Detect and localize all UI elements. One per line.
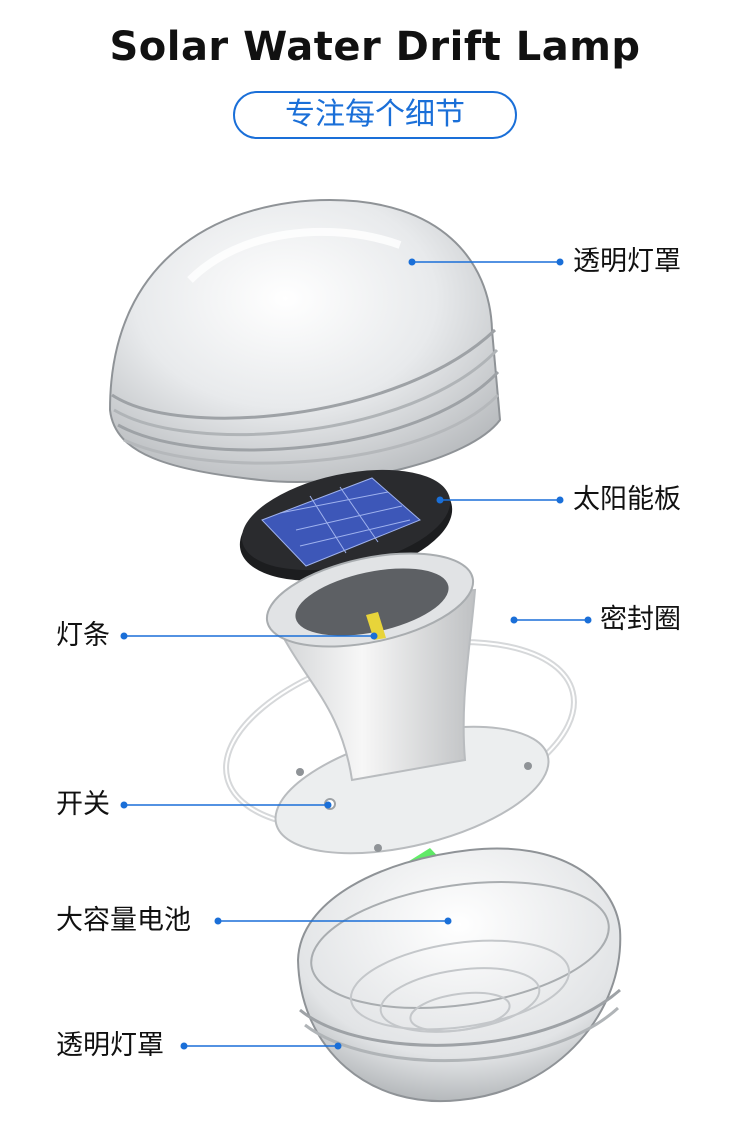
lamp-body [265,552,550,855]
callout-top-dome: 透明灯罩 [573,246,681,277]
callout-light-strip: 灯条 [56,620,110,651]
bottom-bowl [296,847,622,1103]
leader-dot [584,616,592,624]
page-title: Solar Water Drift Lamp [109,24,641,70]
top-dome [108,198,502,483]
callout-switch: 开关 [56,789,110,820]
leader-lines [120,258,592,1050]
leader-dot [324,801,332,809]
leader-dot [214,917,222,925]
leader-dot [436,496,444,504]
leader-dot [444,917,452,925]
leader-dot [120,801,128,809]
callout-seal-ring: 密封圈 [600,604,681,635]
leader-dot [370,632,378,640]
callout-battery: 大容量电池 [56,905,191,936]
leader-dot [556,496,564,504]
leader-dot [510,616,518,624]
leader-dot [120,632,128,640]
leader-dot [334,1042,342,1050]
leader-dot [556,258,564,266]
subtitle-badge: 专注每个细节 [233,91,517,139]
leader-dot [408,258,416,266]
callout-bottom-dome: 透明灯罩 [56,1030,164,1061]
callout-solar-panel: 太阳能板 [573,484,681,515]
leader-dot [180,1042,188,1050]
